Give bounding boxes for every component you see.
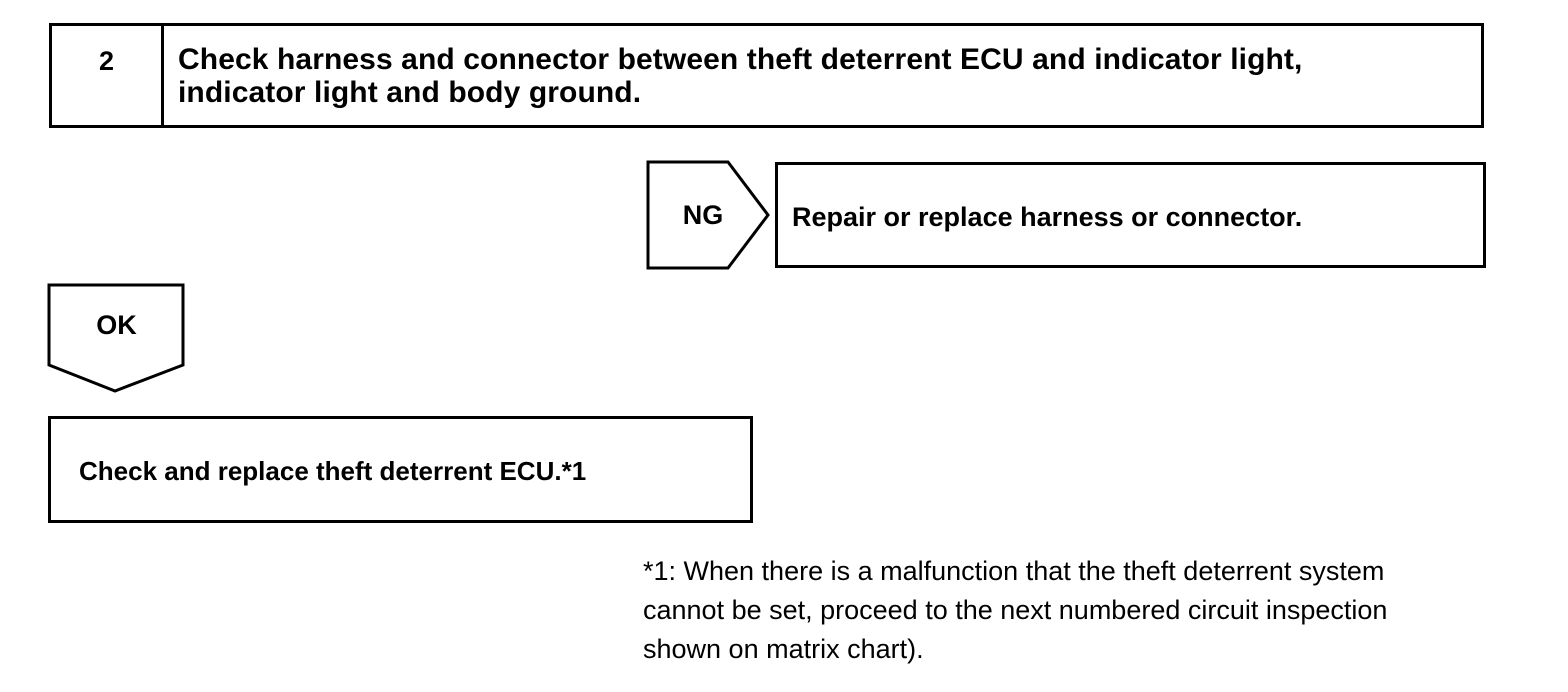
step-title: Check harness and connector between thef… [178,43,1303,109]
ng-action-text: Repair or replace harness or connector. [792,202,1303,232]
ok-arrow-icon [47,283,185,393]
ng-action-box: Repair or replace harness or connector. [775,162,1486,268]
step-number: 2 [52,26,164,125]
footnote: *1: When there is a malfunction that the… [643,556,1388,664]
ok-action-text: Check and replace theft deterrent ECU.*1 [79,456,587,486]
ng-arrow-icon [646,160,770,270]
ng-label: NG [682,200,724,230]
step-header-box: 2 Check harness and connector between th… [49,23,1484,128]
ok-action-box: Check and replace theft deterrent ECU.*1 [48,416,753,523]
ok-label: OK [96,310,137,340]
